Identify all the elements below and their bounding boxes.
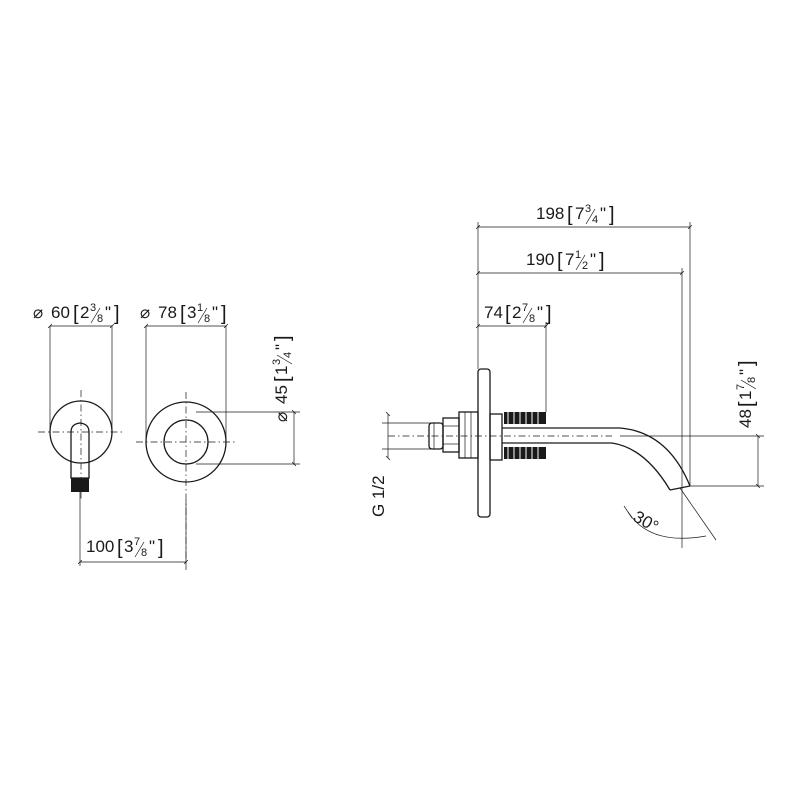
handle-front-view	[38, 390, 124, 500]
overall-length-inch-den: 4	[592, 214, 598, 226]
spout-drop-inch-whole: 1	[736, 391, 755, 400]
thread-label: G 1/2	[369, 475, 388, 517]
svg-text:[: [	[557, 250, 563, 272]
wall-depth-inch-mark: "	[537, 303, 543, 322]
dimension-overall-length: 198 [ 7 3 4 " ]	[475, 203, 693, 486]
svg-text:]: ]	[272, 335, 294, 341]
svg-text:]: ]	[599, 250, 605, 272]
overall-length-metric: 198	[536, 204, 564, 223]
rosette-diameter-metric: 78	[158, 303, 177, 322]
dimension-outlet-angle: 30°	[623, 487, 717, 548]
spout-side-view	[388, 368, 691, 518]
handle-diameter-inch-den: 8	[97, 313, 103, 325]
svg-text:]: ]	[114, 303, 120, 325]
diameter-symbol: ⌀	[272, 412, 292, 422]
svg-text:[: [	[180, 303, 186, 325]
spout-length-inch-mark: "	[590, 250, 596, 269]
svg-text:[: [	[736, 401, 758, 407]
diameter-symbol: ⌀	[140, 303, 150, 323]
inner-diameter-inch-num: 3	[271, 359, 283, 365]
spout-length-metric: 190	[526, 250, 554, 269]
wall-depth-inch-whole: 2	[512, 303, 521, 322]
center-distance-inch-den: 8	[141, 547, 147, 559]
overall-length-inch-num: 3	[585, 203, 591, 215]
spout-drop-inch-num: 7	[735, 384, 747, 390]
rosette-diameter-inch-whole: 3	[187, 303, 196, 322]
handle-diameter-inch-num: 3	[90, 302, 96, 314]
overall-length-inch-whole: 7	[575, 204, 584, 223]
dimension-spout-length: 190 [ 7 1 2 " ]	[475, 249, 685, 490]
dimension-thread: G 1/2	[369, 411, 432, 517]
spout-length-inch-num: 1	[575, 249, 581, 261]
center-distance-inch-num: 7	[134, 536, 140, 548]
svg-text:[: [	[505, 303, 511, 325]
spout-drop-inch-mark: "	[736, 369, 755, 375]
svg-text:[: [	[73, 303, 79, 325]
svg-text:[: [	[272, 376, 294, 382]
svg-text:[: [	[567, 204, 573, 226]
svg-text:]: ]	[736, 360, 758, 366]
spout-drop-inch-den: 8	[746, 377, 758, 383]
inner-diameter-metric: 45	[272, 385, 291, 404]
spout-length-inch-whole: 7	[565, 250, 574, 269]
wall-depth-metric: 74	[484, 303, 503, 322]
inner-diameter-inch-whole: 1	[272, 366, 291, 375]
svg-text:]: ]	[546, 303, 552, 325]
center-distance-inch-whole: 3	[124, 537, 133, 556]
handle-diameter-inch-whole: 2	[80, 303, 89, 322]
inner-diameter-inch-den: 4	[282, 352, 294, 358]
inner-diameter-inch-mark: "	[272, 344, 291, 350]
handle-diameter-metric: 60	[51, 303, 70, 322]
center-distance-inch-mark: "	[149, 537, 155, 556]
dimension-inner-diameter: ⌀ 45 [ 1 3 4 " ]	[196, 335, 300, 467]
diameter-symbol: ⌀	[33, 303, 43, 323]
dimension-wall-depth: 74 [ 2 7 8 " ]	[475, 302, 552, 412]
rosette-diameter-inch-num: 1	[197, 302, 203, 314]
handle-diameter-inch-mark: "	[105, 303, 111, 322]
dimension-handle-diameter: ⌀ 60 [ 2 3 8 " ]	[33, 302, 120, 432]
svg-text:]: ]	[609, 204, 615, 226]
spout-drop-metric: 48	[736, 409, 755, 428]
overall-length-inch-mark: "	[600, 204, 606, 223]
rosette-diameter-inch-den: 8	[204, 313, 210, 325]
wall-depth-inch-num: 7	[522, 302, 528, 314]
wall-depth-inch-den: 8	[529, 313, 535, 325]
dimension-center-distance: 100 [ 3 7 8 " ]	[77, 492, 189, 566]
svg-text:]: ]	[221, 303, 227, 325]
outlet-angle-label: 30°	[630, 507, 662, 536]
spout-length-inch-den: 2	[582, 260, 588, 272]
svg-text:[: [	[117, 537, 123, 559]
rosette-diameter-inch-mark: "	[212, 303, 218, 322]
dimension-spout-drop: 48 [ 1 7 8 " ]	[620, 360, 764, 489]
dimension-rosette-diameter: ⌀ 78 [ 3 1 8 " ]	[140, 302, 229, 442]
center-distance-metric: 100	[86, 537, 114, 556]
svg-text:]: ]	[158, 537, 164, 559]
